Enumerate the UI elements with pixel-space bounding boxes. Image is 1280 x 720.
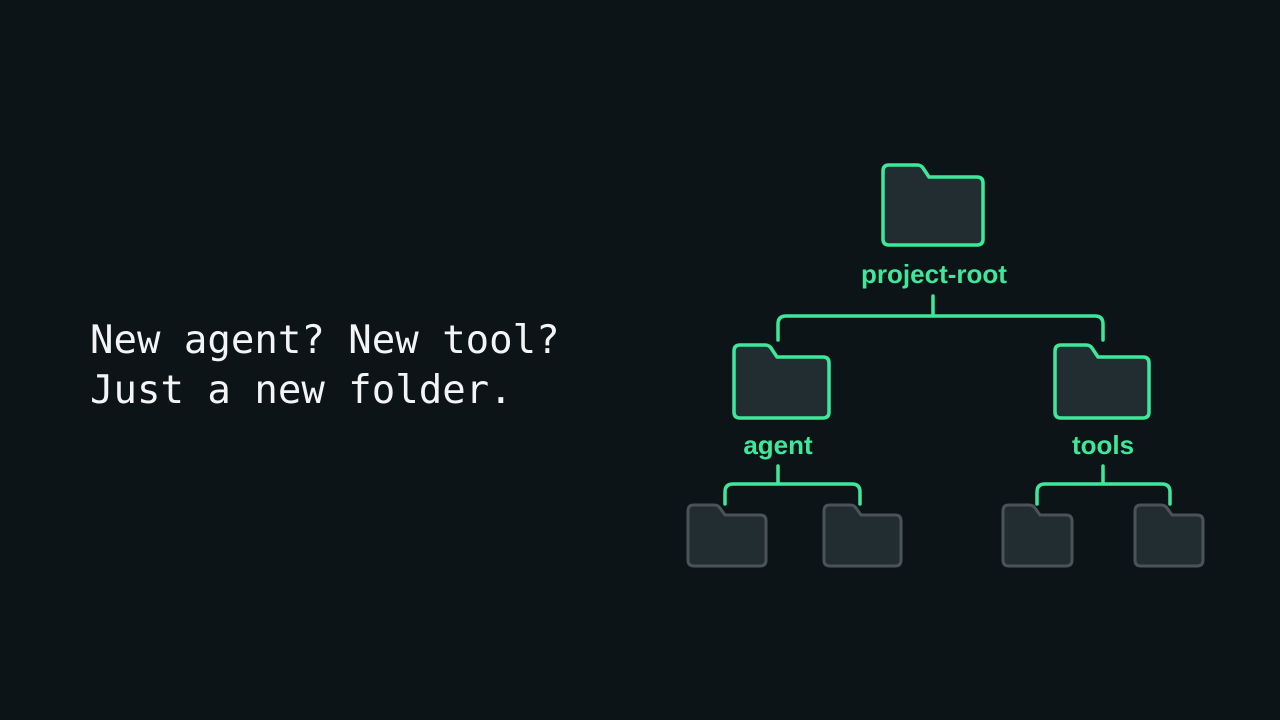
headline-line-2: Just a new folder.: [90, 368, 513, 413]
connector-root-children: [776, 294, 1105, 342]
tools-subfolder-2-icon: [1133, 503, 1205, 568]
agent-folder-icon: [732, 343, 831, 420]
connector-tools-subfolders: [1035, 464, 1172, 506]
agent-folder-label: agent: [743, 430, 813, 460]
connector-agent-subfolders: [723, 464, 862, 506]
headline-line-1: New agent? New tool?: [90, 318, 560, 363]
tools-subfolder-1-icon: [1001, 503, 1074, 568]
headline: New agent? New tool? Just a new folder.: [90, 316, 560, 416]
root-folder-label: project-root: [861, 259, 1007, 289]
root-folder-icon: [881, 163, 985, 247]
tools-folder-label: tools: [1072, 430, 1134, 460]
agent-subfolder-2-icon: [822, 503, 903, 568]
agent-subfolder-1-icon: [686, 503, 768, 568]
tools-folder-icon: [1053, 343, 1151, 420]
